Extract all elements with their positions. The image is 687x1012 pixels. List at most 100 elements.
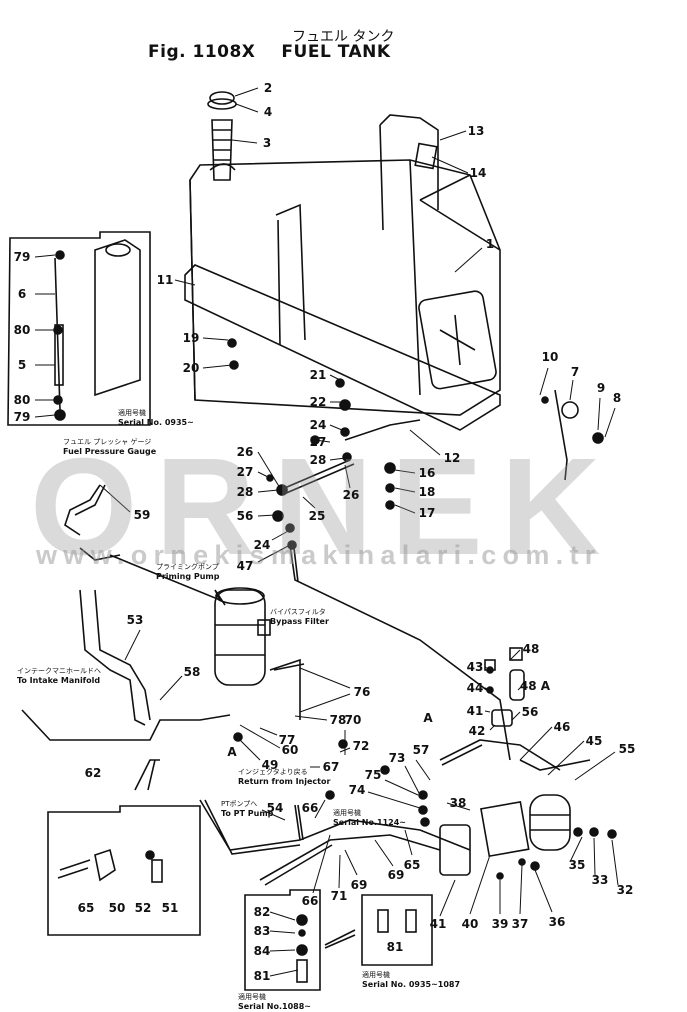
part-label: 73 (388, 751, 406, 765)
part-label: 47 (236, 559, 254, 573)
part-label: 81 (386, 940, 404, 954)
note-jp: 適用号機 (238, 993, 266, 1001)
part-label: 82 (253, 905, 271, 919)
part-label: 1 (485, 237, 495, 251)
part-label: 48 A (519, 679, 551, 693)
note-jp: PTポンプへ (221, 800, 258, 808)
part-label: 45 (585, 734, 603, 748)
part-label: 46 (553, 720, 571, 734)
part-label: 67 (322, 760, 340, 774)
note-en: Priming Pump (156, 572, 220, 581)
part-label: 14 (469, 166, 487, 180)
part-label: A (423, 711, 433, 725)
note-en: Fuel Pressure Gauge (63, 447, 157, 456)
note-en: Return from Injector (238, 777, 331, 786)
part-label: 54 (266, 801, 284, 815)
part-label: 18 (418, 485, 436, 499)
part-label: 20 (182, 361, 200, 375)
part-label: 41 (466, 704, 484, 718)
note-jp: プライミングポンプ (156, 563, 219, 571)
part-label: 66 (301, 894, 319, 908)
part-label: 80 (13, 323, 31, 337)
part-label: 32 (616, 883, 634, 897)
part-label: 51 (161, 901, 179, 915)
part-label: 13 (467, 124, 485, 138)
part-label: 43 (466, 660, 484, 674)
part-label: 17 (418, 506, 436, 520)
part-label: 58 (183, 665, 201, 679)
part-label: 19 (182, 331, 200, 345)
part-label: 24 (253, 538, 271, 552)
note-en: Serial No. 0935~ (118, 418, 194, 427)
note-en: To Intake Manifold (17, 676, 101, 685)
figure-name: FUEL TANK (281, 42, 391, 62)
note-en: Serial No. 0935~1087 (362, 980, 461, 989)
part-label: 50 (108, 901, 126, 915)
part-label: 11 (156, 273, 174, 287)
note-jp: 適用号機 (362, 971, 390, 979)
part-label: 74 (348, 783, 366, 797)
part-label: 44 (466, 681, 484, 695)
part-label: 37 (511, 917, 529, 931)
part-label: 53 (126, 613, 144, 627)
fuel-filter-assembly (439, 647, 571, 876)
part-label: 81 (253, 969, 271, 983)
part-label: 3 (262, 136, 272, 150)
part-label: 38 (449, 796, 467, 810)
note-en: Bypass Filter (270, 617, 329, 626)
part-label: 25 (308, 509, 326, 523)
part-label: 39 (491, 917, 509, 931)
part-label: 16 (418, 466, 436, 480)
part-label: 21 (309, 368, 327, 382)
part-label: 76 (353, 685, 371, 699)
fuel-tank (184, 114, 501, 431)
part-label: 8 (612, 391, 622, 405)
inset-box-bottom (47, 759, 433, 991)
part-label: 65 (403, 858, 421, 872)
note-en: Serial No.1124~ (333, 818, 406, 827)
part-label: 78 (329, 713, 347, 727)
part-label: 27 (309, 435, 327, 449)
part-label: 6 (17, 287, 27, 301)
fittings (53, 250, 617, 956)
part-label: 48 (522, 642, 540, 656)
part-label: 2 (263, 81, 273, 95)
part-label: 83 (253, 924, 271, 938)
part-label: 57 (412, 743, 430, 757)
part-label: 72 (352, 739, 370, 753)
part-label: 69 (387, 868, 405, 882)
part-label: 80 (13, 393, 31, 407)
part-label: 33 (591, 873, 609, 887)
note-jp: 適用号機 (118, 409, 146, 417)
part-label: 26 (236, 445, 254, 459)
part-label: 27 (236, 465, 254, 479)
part-label: 84 (253, 944, 271, 958)
note-en: Serial No.1088~ (238, 1002, 311, 1011)
note-jp: 適用号機 (333, 809, 361, 817)
part-label: 71 (330, 889, 348, 903)
watermark-brand: ORNEK (30, 430, 619, 584)
part-label: 60 (281, 743, 299, 757)
part-label: 28 (309, 453, 327, 467)
part-label: 28 (236, 485, 254, 499)
note-jp: フュエル プレッシャ ゲージ (63, 438, 152, 446)
note-en: To PT Pump (221, 809, 274, 818)
part-label: 79 (13, 250, 31, 264)
part-label: 9 (596, 381, 606, 395)
title-japanese: フュエル タンク (292, 29, 395, 45)
part-label: 22 (309, 395, 327, 409)
part-label: 35 (568, 858, 586, 872)
part-label: 24 (309, 418, 327, 432)
note-jp: インジェクタより戻る (238, 768, 308, 776)
